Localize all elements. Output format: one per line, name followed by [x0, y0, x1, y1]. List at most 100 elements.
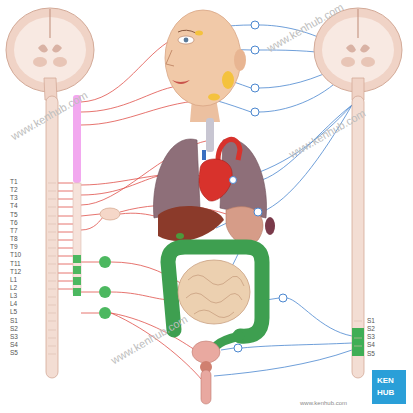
parotid-gland [222, 71, 234, 89]
trachea [206, 118, 214, 152]
nerve-line [218, 101, 251, 112]
segment-label: S3 [367, 334, 375, 341]
logo-text: KEN [377, 377, 394, 385]
basal-nuclei [33, 57, 47, 67]
segment-label: S1 [367, 318, 375, 325]
right-brain [314, 8, 402, 100]
trunk-segment [73, 266, 81, 274]
ventricles [346, 44, 370, 52]
ganglion-markers [230, 21, 288, 352]
ganglion-marker [251, 21, 259, 29]
segment-label: T8 [10, 236, 18, 243]
gallbladder [176, 233, 184, 239]
trunk-segment [73, 255, 81, 263]
ganglion-marker [234, 344, 242, 352]
segment-label: S5 [367, 351, 375, 358]
pelvic-line [242, 343, 352, 348]
heart [199, 159, 232, 201]
segment-label: T6 [10, 220, 18, 227]
sympathetic-trunk [73, 183, 81, 293]
left-brain [6, 8, 94, 100]
submandibular-gland [208, 94, 220, 101]
liver [158, 206, 224, 241]
lacrimal-gland [195, 31, 203, 36]
ganglion-marker [279, 294, 287, 302]
lips [172, 80, 190, 84]
segment-label: T12 [10, 269, 21, 276]
intestine-loops [186, 275, 244, 318]
ganglion [99, 307, 111, 319]
ganglion [99, 286, 111, 298]
nose [166, 50, 174, 66]
segment-label: L1 [10, 277, 17, 284]
face [165, 10, 241, 106]
nerve-line [81, 262, 99, 263]
basal-nuclei [53, 57, 67, 67]
ganglion-marker [254, 208, 262, 216]
segment-label: T10 [10, 252, 21, 259]
watermark: www.kenhub.com [300, 400, 347, 406]
stomach [226, 207, 263, 245]
vena-cava [202, 150, 206, 160]
segment-label: T3 [10, 195, 18, 202]
nerve-line [81, 175, 162, 195]
segment-label: L3 [10, 293, 17, 300]
segment-label: T2 [10, 187, 18, 194]
segment-label: S1 [10, 318, 18, 325]
nerve-line [81, 313, 99, 314]
nerve-line [111, 292, 172, 300]
segment-label: L5 [10, 309, 17, 316]
ramus-lines [58, 183, 73, 289]
logo-box [372, 370, 406, 404]
pelvic-line [221, 348, 234, 350]
nerve-line [81, 216, 104, 230]
head [165, 10, 246, 122]
eye [178, 36, 194, 44]
basal-nuclei [341, 57, 355, 67]
segment-label: S4 [10, 342, 18, 349]
pelvic-line [214, 350, 352, 376]
segment-label: T9 [10, 244, 18, 251]
segment-label: L4 [10, 301, 17, 308]
watermark: www.kenhub.com [265, 2, 345, 55]
segment-label: L2 [10, 285, 17, 292]
nerve-line [81, 214, 100, 216]
ganglion-marker [251, 46, 259, 54]
ear [234, 49, 246, 71]
segment-ticks [48, 183, 56, 354]
fissure [49, 9, 50, 38]
spinal-cord [46, 96, 58, 378]
segment-label: S4 [367, 342, 375, 349]
segment-label: T4 [10, 203, 18, 210]
ventricles [38, 44, 62, 52]
trunk-segment [73, 277, 81, 285]
segment-label: T11 [10, 261, 21, 268]
celiac-ganglion [100, 208, 120, 220]
brow [178, 30, 196, 33]
ganglion-marker [251, 84, 259, 92]
segment-label: S2 [10, 326, 18, 333]
iris [184, 38, 189, 43]
watermark: www.kenhub.com [109, 314, 189, 367]
bladder [192, 341, 220, 363]
nerve-line [234, 82, 251, 88]
nerve-line [81, 292, 99, 293]
ganglion-marker [230, 177, 237, 184]
segment-label: T1 [10, 179, 18, 186]
small-intestine [178, 260, 250, 324]
watermark: www.kenhub.com [9, 90, 89, 143]
pelvic-line [287, 298, 352, 336]
segment-label: T7 [10, 228, 18, 235]
cervical-trunk [73, 95, 81, 183]
segment-label: S2 [367, 326, 375, 333]
penis [201, 370, 211, 404]
sacral-segment [352, 328, 364, 356]
spinal-cord [352, 96, 364, 378]
segment-label: T5 [10, 212, 18, 219]
logo-text: HUB [377, 389, 394, 397]
segment-ticks [354, 321, 362, 346]
aorta [218, 139, 240, 160]
